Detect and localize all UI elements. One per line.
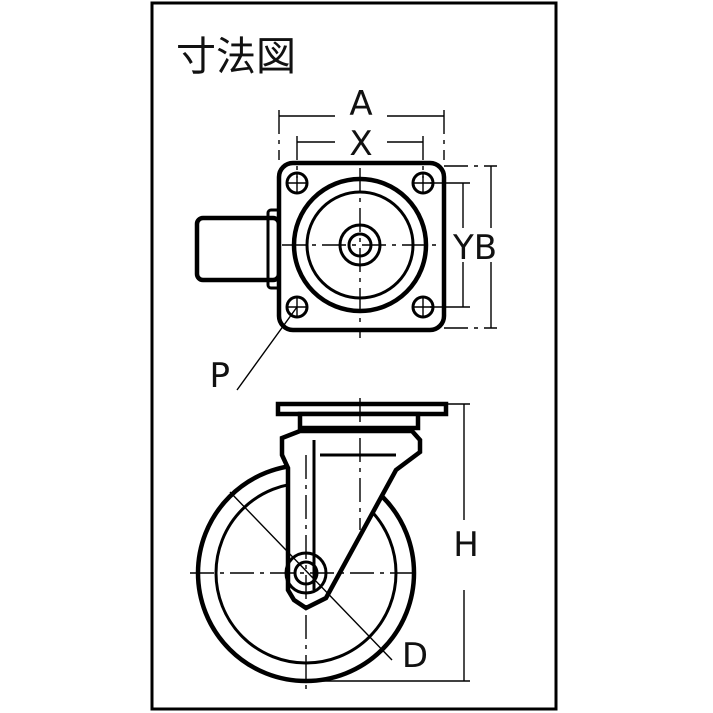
hole-p-label: P (209, 356, 230, 396)
dimension-a-label: A (349, 84, 372, 124)
dimension-h-label: H (453, 525, 479, 565)
caster-fork (279, 428, 423, 611)
top-view: A X YB P (194, 84, 497, 396)
dimension-x (296, 136, 424, 178)
side-view: H D (190, 398, 479, 690)
swivel-bearing (297, 411, 421, 431)
dimension-y (430, 182, 470, 308)
dimension-h (310, 403, 470, 682)
dimension-d-label: D (402, 636, 428, 676)
drawing-title: 寸法図 (176, 34, 296, 80)
leader-p (236, 306, 298, 391)
drawing-frame (150, 1, 558, 711)
dimension-x-label: X (349, 124, 372, 164)
dimension-a (278, 110, 445, 160)
dimension-yb-label: YB (452, 228, 497, 268)
diameter-line-d (229, 491, 393, 661)
dimension-b (444, 165, 497, 329)
